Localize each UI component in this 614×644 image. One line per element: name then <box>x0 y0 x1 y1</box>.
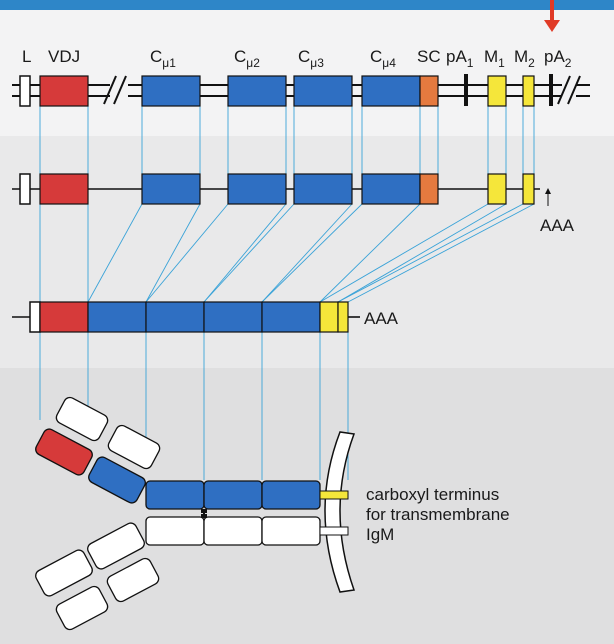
label-m1: M1 <box>484 47 505 70</box>
cell-membrane <box>324 431 356 593</box>
mrna-c-mu3 <box>203 301 263 333</box>
protein-caption-line2: for transmembrane <box>366 505 510 524</box>
label-c-mu3: Cμ3 <box>298 47 324 70</box>
sc-exon <box>419 75 439 107</box>
leader-exon <box>19 75 31 107</box>
label-vdj: VDJ <box>48 47 80 66</box>
label-m2: M2 <box>514 47 535 70</box>
heavy-chain-upper-c-mu1-domain <box>88 456 146 504</box>
heavy-chain-upper-c-mu3-domain <box>203 480 263 510</box>
transcript-c-mu1 <box>141 173 201 205</box>
heavy-chain-upper-c-mu2-domain <box>145 480 205 510</box>
transcript-vdj <box>39 173 89 205</box>
c-mu2-exon <box>227 75 287 107</box>
label-c-mu4: Cμ4 <box>370 47 396 70</box>
heavy-chain-lower-c-mu4-domain <box>261 516 321 546</box>
gene-labels: L VDJ Cμ1 Cμ2 Cμ3 Cμ4 SC pA1 M1 M2 pA2 <box>22 47 572 70</box>
m1-exon <box>487 75 507 107</box>
mrna-m2 <box>337 301 349 333</box>
genomic-dna-row <box>12 74 590 107</box>
light-chain-upper <box>55 396 161 470</box>
transcript-poly-a: AAA <box>540 216 575 235</box>
heavy-chain-lower-c-mu1-domain <box>87 522 145 570</box>
transcript-band <box>0 136 614 368</box>
light-chain-lower-variable <box>55 585 109 631</box>
protein-caption-line3: IgM <box>366 525 394 544</box>
transcript-sc <box>419 173 439 205</box>
c-mu3-exon <box>293 75 353 107</box>
mrna-vdj <box>39 301 89 333</box>
transmembrane-segment-lower <box>319 526 349 536</box>
transcript-c-mu3 <box>293 173 353 205</box>
transcript-c-mu2 <box>227 173 287 205</box>
c-mu4-exon <box>361 75 421 107</box>
mrna-row: AAA <box>12 301 399 333</box>
primary-transcript-row: AAA <box>12 173 575 235</box>
transmembrane-segment-upper <box>319 490 349 500</box>
connector-lines <box>39 106 535 480</box>
m2-exon <box>522 75 535 107</box>
label-c-mu2: Cμ2 <box>234 47 260 70</box>
light-chain-upper-constant <box>107 424 161 470</box>
transcript-m2 <box>522 173 535 205</box>
light-chain-upper-variable <box>55 396 109 442</box>
header-bar <box>0 0 614 10</box>
label-pa1: pA1 <box>446 47 474 70</box>
genomic-band <box>0 10 614 136</box>
heavy-chain-upper-vdj-domain <box>35 428 93 476</box>
transcription-arrow <box>544 0 560 32</box>
heavy-chain-upper <box>35 428 349 510</box>
mrna-poly-a: AAA <box>364 309 399 328</box>
heavy-chain-lower-c-mu3-domain <box>203 516 263 546</box>
label-pa2: pA2 <box>544 47 572 70</box>
transcript-m1 <box>487 173 507 205</box>
transcript-c-mu4 <box>361 173 421 205</box>
heavy-chain-upper-c-mu4-domain <box>261 480 321 510</box>
label-sc: SC <box>417 47 441 66</box>
heavy-chain-lower-c-mu2-domain <box>145 516 205 546</box>
c-mu1-exon <box>141 75 201 107</box>
label-l: L <box>22 47 31 66</box>
membrane-igm-protein: carboxyl terminus for transmembrane IgM <box>35 396 510 631</box>
label-c-mu1: Cμ1 <box>150 47 176 70</box>
light-chain-lower <box>55 557 160 631</box>
disulfide-bond <box>201 509 207 518</box>
light-chain-lower-constant <box>106 557 160 603</box>
heavy-chain-lower-vdj-domain <box>35 549 93 597</box>
mrna-c-mu1 <box>87 301 147 333</box>
transcript-leader <box>19 173 31 205</box>
vdj-exon <box>39 75 89 107</box>
mrna-m1 <box>319 301 339 333</box>
mrna-leader <box>29 301 41 333</box>
protein-caption-line1: carboxyl terminus <box>366 485 499 504</box>
heavy-chain-lower <box>35 516 349 597</box>
mrna-c-mu2 <box>145 301 205 333</box>
mrna-c-mu4 <box>261 301 321 333</box>
